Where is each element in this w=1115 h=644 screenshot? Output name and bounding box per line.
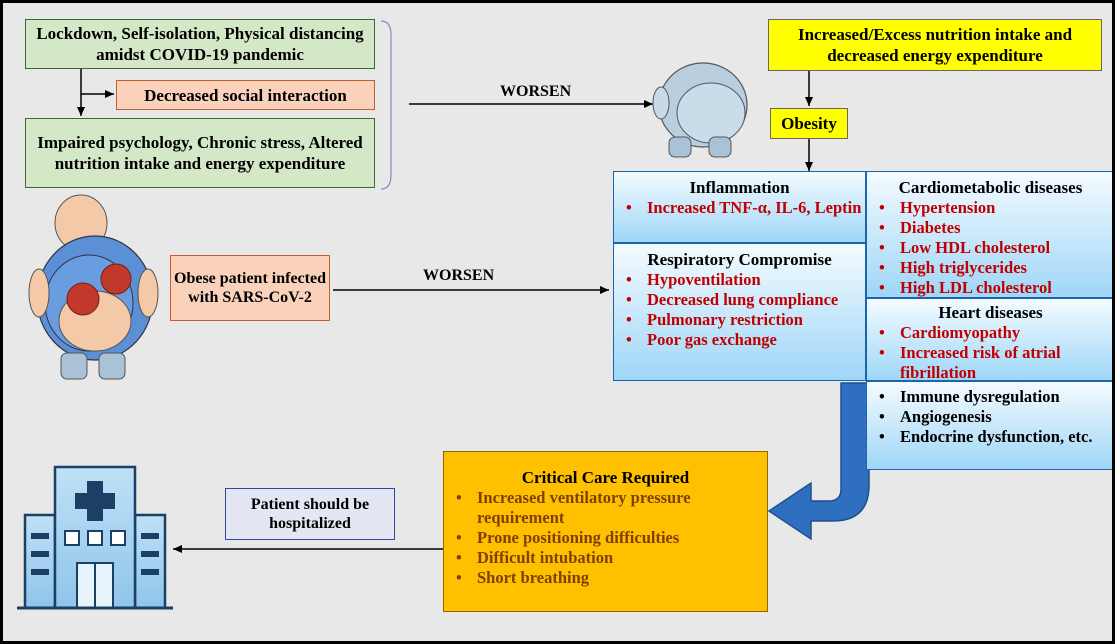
lockdown-text: Lockdown, Self-isolation, Physical dista… [36, 24, 364, 64]
hospital-building-icon [17, 465, 173, 610]
patient-text: Obese patient infected with SARS-CoV-2 [174, 270, 326, 306]
nutrition-box: Increased/Excess nutrition intake and de… [768, 19, 1102, 71]
critical-care-item: Prone positioning difficulties [444, 528, 767, 548]
obesity-text: Obesity [781, 114, 837, 133]
inflammation-title: Inflammation [689, 178, 790, 197]
other-conditions-panel: Immune dysregulation Angiogenesis Endocr… [866, 381, 1112, 470]
other-item: Angiogenesis [867, 407, 1112, 427]
psychology-text: Impaired psychology, Chronic stress, Alt… [37, 133, 363, 173]
cardiometabolic-item: High triglycerides [867, 258, 1112, 278]
social-interaction-text: Decreased social interaction [144, 85, 347, 105]
other-item: Endocrine dysfunction, etc. [867, 427, 1112, 447]
curved-blue-arrow [767, 382, 870, 541]
obese-man-icon [652, 62, 748, 158]
psychology-box: Impaired psychology, Chronic stress, Alt… [25, 118, 375, 188]
other-item: Immune dysregulation [867, 387, 1112, 407]
nutrition-text: Increased/Excess nutrition intake and de… [797, 25, 1073, 65]
connector-layer [17, 20, 870, 610]
obesity-box: Obesity [770, 108, 848, 139]
respiratory-item: Pulmonary restriction [614, 310, 865, 330]
respiratory-list: Hypoventilation Decreased lung complianc… [614, 270, 865, 350]
heart-title: Heart diseases [938, 303, 1043, 322]
inflammation-list: Increased TNF-α, IL-6, Leptin [614, 198, 865, 218]
respiratory-item: Poor gas exchange [614, 330, 865, 350]
grouping-bracket [380, 20, 392, 190]
heart-item: Cardiomyopathy [867, 323, 1112, 343]
hospitalized-text: Patient should be hospitalized [250, 496, 370, 532]
critical-care-item: Difficult intubation [444, 548, 767, 568]
cardiometabolic-item: High LDL cholesterol [867, 278, 1112, 298]
patient-box: Obese patient infected with SARS-CoV-2 [170, 255, 330, 321]
lockdown-box: Lockdown, Self-isolation, Physical dista… [25, 19, 375, 69]
other-conditions-list: Immune dysregulation Angiogenesis Endocr… [867, 387, 1112, 447]
cardiometabolic-item: Diabetes [867, 218, 1112, 238]
respiratory-item: Decreased lung compliance [614, 290, 865, 310]
respiratory-item: Hypoventilation [614, 270, 865, 290]
critical-care-list: Increased ventilatory pressure requireme… [444, 488, 767, 588]
hospitalized-box: Patient should be hospitalized [225, 488, 395, 540]
worsen-label-top: WORSEN [500, 83, 572, 100]
cardiometabolic-panel: Cardiometabolic diseases Hypertension Di… [866, 171, 1112, 298]
heart-item: Increased risk of atrial fibrillation [867, 343, 1112, 383]
worsen-label-mid: WORSEN [423, 267, 495, 284]
critical-care-item: Short breathing [444, 568, 767, 588]
critical-care-title: Critical Care Required [521, 468, 690, 487]
respiratory-title: Respiratory Compromise [647, 250, 832, 269]
inflammation-panel: Inflammation Increased TNF-α, IL-6, Lept… [613, 171, 866, 243]
critical-care-item: Increased ventilatory pressure requireme… [444, 488, 767, 528]
heart-panel: Heart diseases Cardiomyopathy Increased … [866, 298, 1112, 383]
inflammation-item: Increased TNF-α, IL-6, Leptin [614, 198, 865, 218]
cardiometabolic-item: Hypertension [867, 198, 1112, 218]
cardiometabolic-item: Low HDL cholesterol [867, 238, 1112, 258]
respiratory-panel: Respiratory Compromise Hypoventilation D… [613, 243, 866, 381]
critical-care-box: Critical Care Required Increased ventila… [443, 451, 768, 612]
infected-obese-patient-icon [28, 194, 159, 380]
heart-list: Cardiomyopathy Increased risk of atrial … [867, 323, 1112, 383]
social-interaction-box: Decreased social interaction [116, 80, 375, 110]
cardiometabolic-list: Hypertension Diabetes Low HDL cholestero… [867, 198, 1112, 298]
cardiometabolic-title: Cardiometabolic diseases [898, 178, 1083, 197]
